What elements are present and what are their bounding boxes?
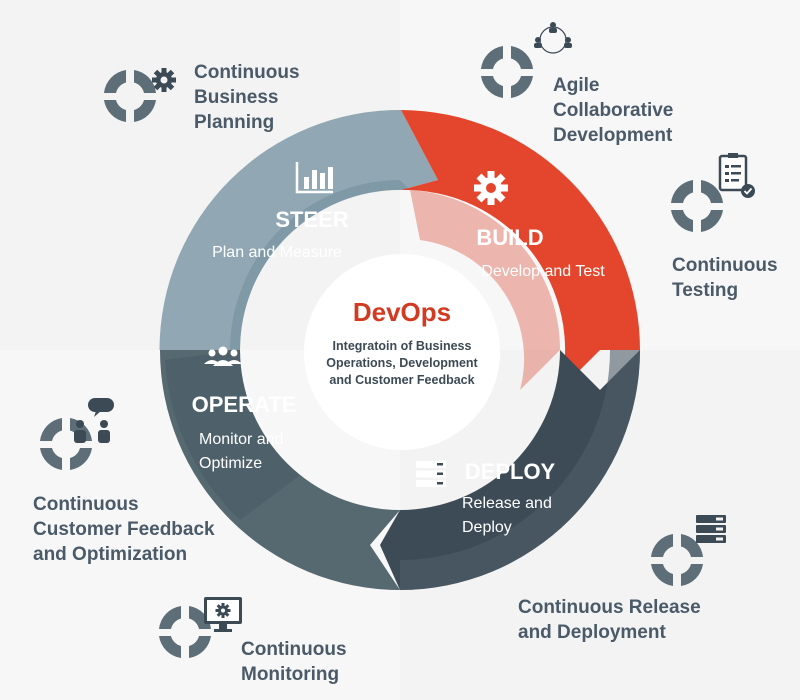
people-network-icon [534,22,572,54]
cycle-icon-release [651,534,703,586]
cycle-icon-planning [104,70,156,122]
practice-agile-collaborative-development: Agile Collaborative Development [553,75,674,146]
deploy-desc-line-1: Release and [462,495,552,512]
practice-continuous-release-and-deployment: Continuous Release and Deployment [518,597,701,643]
chat-people-icon [74,398,114,443]
operate-desc-line-2: Optimize [199,455,262,472]
cycle-icon-monitoring [159,606,211,658]
center-subtitle-line-2: Operations, Development [326,356,478,370]
center-subtitle-line-3: and Customer Feedback [329,373,474,387]
steer-sector [159,109,438,350]
operate-title: OPERATE [192,392,297,417]
deploy-sector [380,350,640,590]
deploy-title: DEPLOY [465,459,556,484]
server-icon [416,461,446,487]
steer-desc-line-1: Plan and Measure [212,244,342,261]
team-icon [204,346,242,366]
practice-continuous-testing: Continuous Testing [672,255,778,301]
steer-title: STEER [275,207,348,232]
practice-continuous-business-planning: Continuous Business Planning [194,62,300,133]
center-disc [304,254,500,450]
cycle-icon-feedback [40,418,92,470]
practice-continuous-customer-feedback: Continuous Customer Feedback and Optimiz… [33,494,215,565]
build-title: BUILD [476,225,543,250]
gear-icon [152,68,176,92]
practice-continuous-monitoring: Continuous Monitoring [241,639,347,685]
deploy-desc-line-2: Deploy [462,519,512,536]
operate-sector-shade [165,350,300,520]
center-subtitle-line-1: Integratoin of Business [333,339,472,353]
cycle-icon-testing [671,180,723,232]
deploy-sector-shade [400,350,640,590]
build-sector-shade [410,190,561,390]
cycle-icon-agile [481,46,533,98]
checklist-icon [718,153,755,198]
operate-desc-line-1: Monitor and [199,431,284,448]
bar-chart-icon [295,162,333,194]
gear-icon [474,171,508,205]
build-sector [401,110,640,390]
center-title: DevOps [353,297,451,327]
build-desc-line-1: Develop and Test [481,263,605,280]
server-stack-icon [696,515,726,543]
monitor-gear-icon [204,597,242,632]
